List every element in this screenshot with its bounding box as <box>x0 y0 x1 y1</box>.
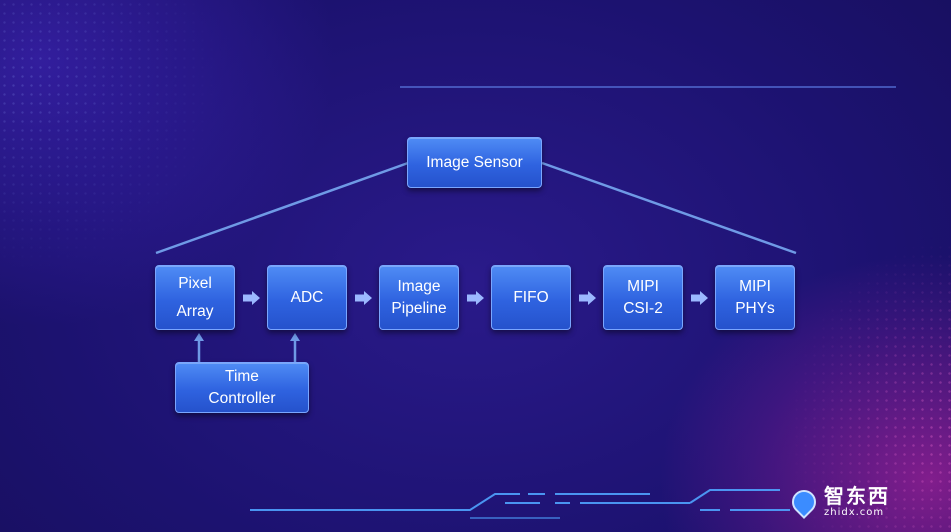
watermark-logo: 智东西 zhidx.com <box>787 482 890 522</box>
watermark-en: zhidx.com <box>824 507 885 518</box>
stage-label: MIPI PHYs <box>735 277 775 317</box>
time-controller-label: Time Controller <box>208 367 276 407</box>
flow-arrow-icon <box>355 291 372 305</box>
watermark-cn: 智东西 <box>824 484 890 508</box>
stage-label: MIPI CSI-2 <box>623 277 663 317</box>
stage-label: FIFO <box>513 288 549 306</box>
time-controller-box: Time Controller <box>175 362 309 413</box>
stage-box-mipi-csi2: MIPI CSI-2 <box>603 265 683 330</box>
flow-arrow-icon <box>579 291 596 305</box>
sensor-left-branch <box>155 161 409 255</box>
stage-label: ADC <box>290 288 324 306</box>
stage-label: Image Pipeline <box>391 277 447 317</box>
flow-arrow-icon <box>691 291 708 305</box>
stage-label: Pixel Array <box>176 274 214 320</box>
sensor-right-branch <box>541 161 797 255</box>
image-sensor-box: Image Sensor <box>407 137 542 188</box>
circuit-trace-bottom <box>250 489 790 519</box>
stage-box-image-pipeline: Image Pipeline <box>379 265 459 330</box>
stage-box-adc: ADC <box>267 265 347 330</box>
flow-arrow-icon <box>243 291 260 305</box>
flow-arrow-icon <box>467 291 484 305</box>
stage-box-mipi-phys: MIPI PHYs <box>715 265 795 330</box>
stage-box-pixel-array: Pixel Array <box>155 265 235 330</box>
image-sensor-label: Image Sensor <box>426 153 523 171</box>
location-pin-icon <box>787 485 821 519</box>
controller-arrow-pixel <box>194 333 204 362</box>
stage-box-fifo: FIFO <box>491 265 571 330</box>
controller-arrow-adc <box>290 333 300 362</box>
